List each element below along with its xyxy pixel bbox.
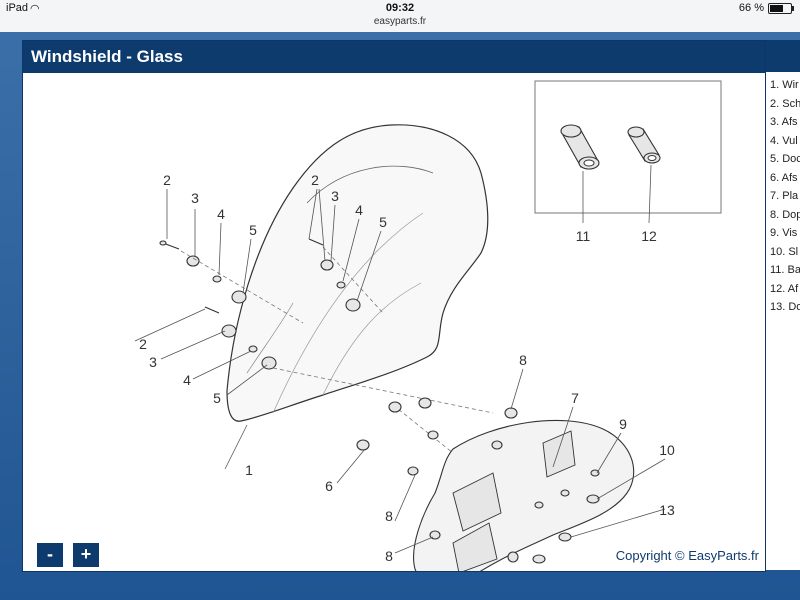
callout-label[interactable]: 11 [576,228,591,244]
status-bar: iPad ◠ 09:32 easyparts.fr 66 % [0,0,800,32]
parts-list-item[interactable]: 3. Afs [770,116,798,128]
battery-icon [768,2,794,14]
clock: 09:32 [385,2,415,14]
battery-indicator: 66 % [738,2,794,14]
callout-label[interactable]: 6 [325,478,333,494]
callout-label[interactable]: 10 [659,442,675,458]
device-name: iPad [6,2,29,14]
parts-list-item[interactable]: 5. Doc [770,153,800,165]
parts-list-item[interactable]: 4. Vul [770,134,798,147]
parts-list-header [766,40,800,72]
wifi-icon: ◠ [30,3,40,15]
callout-label[interactable]: 9 [619,416,627,432]
callout-label[interactable]: 2 [163,172,171,188]
parts-list-item[interactable]: 1. Wir [770,79,799,91]
parts-list-item[interactable]: 10. Sl [770,245,799,258]
callout-label[interactable]: 8 [385,508,393,524]
callout-label[interactable]: 2 [311,172,319,188]
spacer-11-shape [560,124,600,170]
parts-list-item[interactable]: 7. Pla [770,190,799,202]
zoom-out-button[interactable]: - [37,543,63,567]
inset-box [534,80,722,214]
parts-list-item[interactable]: 11. Ba [770,264,800,276]
callout-label[interactable]: 3 [191,190,199,206]
parts-list-item[interactable]: 9. Vis [770,227,798,239]
parts-diagram-panel: Windshield - Glass [22,40,766,572]
parts-list-item[interactable]: 2. Sch [770,97,800,110]
callout-label[interactable]: 13 [659,502,675,518]
spacer-12-shape [627,126,661,164]
callout-label[interactable]: 7 [571,390,579,406]
mounting-plate-shape [413,419,635,571]
callout-label[interactable]: 8 [519,352,527,368]
battery-percent: 66 % [738,2,764,14]
parts-list-item[interactable]: 13. Do [770,301,800,313]
callout-label[interactable]: 5 [249,222,257,238]
panel-title: Windshield - Glass [23,41,765,73]
parts-list-item[interactable]: 8. Dop [770,208,800,221]
parts-list: 1. Wir 2. Sch 3. Afs 4. Vul 5. Doc 6. Afs 7. P… [766,72,800,317]
parts-list-panel: 1. Wir 2. Sch 3. Afs 4. Vul 5. Doc 6. Afs 7. P… [766,40,800,570]
callout-label[interactable]: 4 [355,202,363,218]
callout-label[interactable]: 8 [385,548,393,564]
callout-label[interactable]: 4 [183,372,191,388]
parts-list-item[interactable]: 12. Af [770,282,799,295]
callout-label[interactable]: 3 [331,188,339,204]
fastener-group-right [308,238,361,312]
fastener-group-left [159,240,277,370]
zoom-in-button[interactable]: + [73,543,99,567]
callout-label[interactable]: 12 [641,228,657,244]
callout-label[interactable]: 4 [217,206,225,222]
copyright-text: Copyright © EasyParts.fr [615,548,759,563]
callout-label[interactable]: 5 [213,390,221,406]
callout-label[interactable]: 5 [379,214,387,230]
windshield-shape [226,124,489,422]
callout-label[interactable]: 2 [139,336,147,352]
callout-label[interactable]: 1 [245,462,253,478]
callout-label[interactable]: 3 [149,354,157,370]
parts-list-item[interactable]: 6. Afs [770,171,798,184]
leader-lines [134,164,666,554]
address-bar-url[interactable]: easyparts.fr [373,16,427,27]
